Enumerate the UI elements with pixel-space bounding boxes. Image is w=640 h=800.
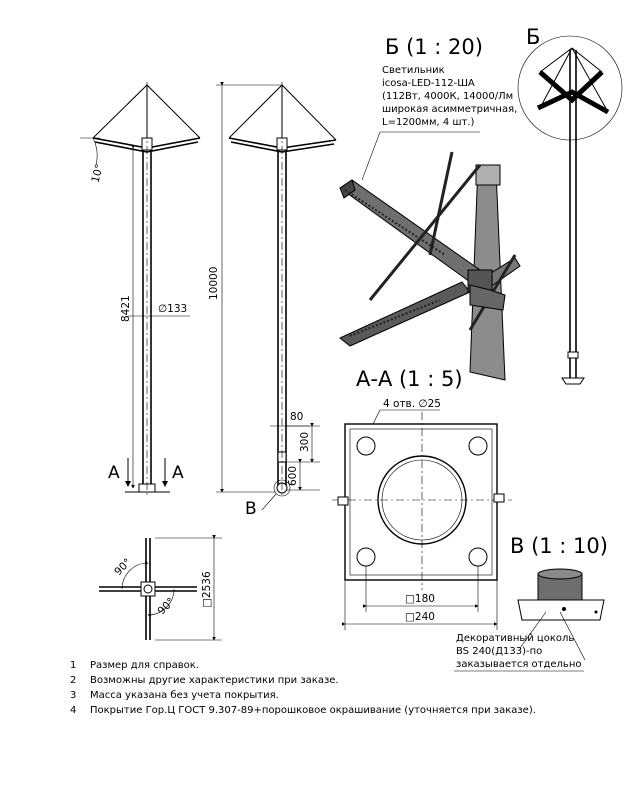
angle-10-dimension: 10° [80,137,106,184]
luminaire-line-2: icosa-LED-112-ША [382,78,475,89]
height-8421-label: 8421 [120,295,132,322]
view-v-detail: В (1 : 10) Декоративный цоколь BS 240(Д1… [454,534,608,672]
dim-2536-label: □2536 [201,571,213,608]
note-4-text: Покрытие Гор.Ц ГОСТ 9.307-89+порошковое … [90,705,536,716]
hatch-dimensions: 80 300 600 [270,411,320,491]
angle-90a-label: 90° [112,556,134,578]
height-10000-dimension: 10000 [208,82,282,493]
note-1-num: 1 [70,660,76,671]
plinth-line-1: Декоративный цоколь [456,633,574,644]
angle-10-label: 10° [90,163,106,184]
height-10000-label: 10000 [208,267,220,300]
dim-600-label: 600 [287,466,299,486]
note-2-text: Возможны другие характеристики при заказ… [90,675,339,686]
luminaire-line-3: (112Вт, 4000К, 14000/Лм [382,91,513,102]
section-a-left-label: А [108,463,120,483]
diameter-133-label: ∅133 [158,303,187,315]
view-b-callout: В [245,479,291,519]
dim-300-label: 300 [299,432,311,452]
section-a-right-label: А [172,463,184,483]
section-aa-title: А-А (1 : 5) [356,367,463,391]
notes-list: 1 Размер для справок. 2 Возможны другие … [70,660,536,716]
dim-240-label: □240 [405,611,435,623]
pole-front-view [92,82,201,498]
note-2-num: 2 [70,675,76,686]
note-4-num: 4 [70,705,76,716]
luminaire-3d-detail [339,151,521,381]
luminaire-line-4: широкая асимметричная, [382,104,517,115]
diameter-133-dimension: ∅133 [128,303,190,317]
view-b-title-group: Б (1 : 20) Светильник icosa-LED-112-ША (… [361,35,517,181]
height-8421-dimension: 8421 [120,145,135,489]
pole-isometric-view: Б [517,25,623,385]
plinth-line-2: BS 240(Д133)-по [456,646,542,657]
dim-80-label: 80 [290,411,303,423]
luminaire-line-1: Светильник [382,65,445,76]
dim-180-label: □180 [405,593,435,605]
luminaire-line-5: L=1200мм, 4 шт.) [382,117,475,128]
plinth-line-3: заказывается отдельно [456,659,581,670]
pole-side-view [228,82,337,498]
view-b-marker-small: Б [526,25,540,49]
view-b-title: Б (1 : 20) [385,35,483,59]
note-3-num: 3 [70,690,76,701]
arms-plan-view: 90° 90° □2536 [99,535,222,641]
note-3-text: Масса указана без учета покрытия. [90,690,279,701]
angle-90b-label: 90° [156,596,178,618]
section-a-arrows: А А [108,458,184,487]
view-b-marker: В [245,499,257,519]
view-v-title: В (1 : 10) [510,534,608,558]
section-aa-view: А-А (1 : 5) 4 отв. ∅25 □180 □240 [332,367,512,630]
note-1-text: Размер для справок. [90,660,199,671]
holes-label: 4 отв. ∅25 [383,398,441,410]
